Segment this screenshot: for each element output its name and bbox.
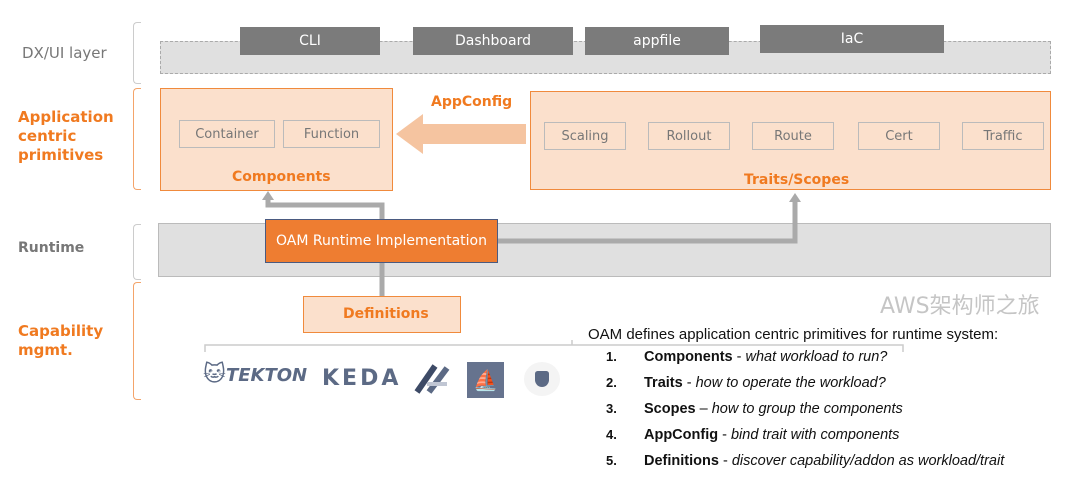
tool-dashboard[interactable]: Dashboard <box>413 27 573 55</box>
opa-logo <box>524 362 560 396</box>
component-function: Function <box>283 120 380 148</box>
brace-dx <box>133 22 141 84</box>
list-item: 2.Traits - how to operate the workload? <box>606 375 886 391</box>
component-container: Container <box>179 120 275 148</box>
list-item: 5.Definitions - discover capability/addo… <box>606 453 1005 469</box>
layer-label-app: Application centric primitives <box>18 108 114 164</box>
appconfig-label: AppConfig <box>431 94 513 110</box>
brace-runtime <box>133 224 141 280</box>
list-item: 3.Scopes – how to group the components <box>606 401 903 417</box>
oam-runtime-implementation: OAM Runtime Implementation <box>265 219 498 263</box>
brace-capability <box>133 282 141 400</box>
layer-label-capability: Capability mgmt. <box>18 322 104 359</box>
components-title: Components <box>232 169 331 185</box>
trait-route: Route <box>752 122 834 150</box>
appconfig-arrow <box>396 114 526 154</box>
keda-logo: KEDA <box>322 366 402 391</box>
trait-scaling: Scaling <box>544 122 626 150</box>
tool-iac[interactable]: IaC <box>760 25 944 53</box>
description: OAM defines application centric primitiv… <box>588 326 1004 474</box>
description-intro: OAM defines application centric primitiv… <box>588 326 999 343</box>
trait-cert: Cert <box>858 122 940 150</box>
brace-app <box>133 88 141 190</box>
tool-appfile[interactable]: appfile <box>585 27 729 55</box>
description-list: 1.Components - what workload to run? 2.T… <box>588 344 1004 474</box>
istio-logo: ⛵ <box>467 362 504 398</box>
keel-logo <box>414 364 450 394</box>
layer-label-runtime: Runtime <box>18 240 85 256</box>
tool-cli[interactable]: CLI <box>240 27 380 55</box>
definitions-label: Definitions <box>343 306 429 322</box>
layer-label-dx: DX/UI layer <box>22 44 107 62</box>
trait-traffic: Traffic <box>962 122 1044 150</box>
list-item: 4.AppConfig - bind trait with components <box>606 427 900 443</box>
trait-rollout: Rollout <box>648 122 730 150</box>
traits-title: Traits/Scopes <box>744 172 850 188</box>
list-item: 1.Components - what workload to run? <box>606 349 888 365</box>
watermark: AWS架构师之旅 <box>880 294 1040 319</box>
definitions-box <box>303 296 461 333</box>
tekton-logo: 🐱TEKTON <box>203 362 308 387</box>
